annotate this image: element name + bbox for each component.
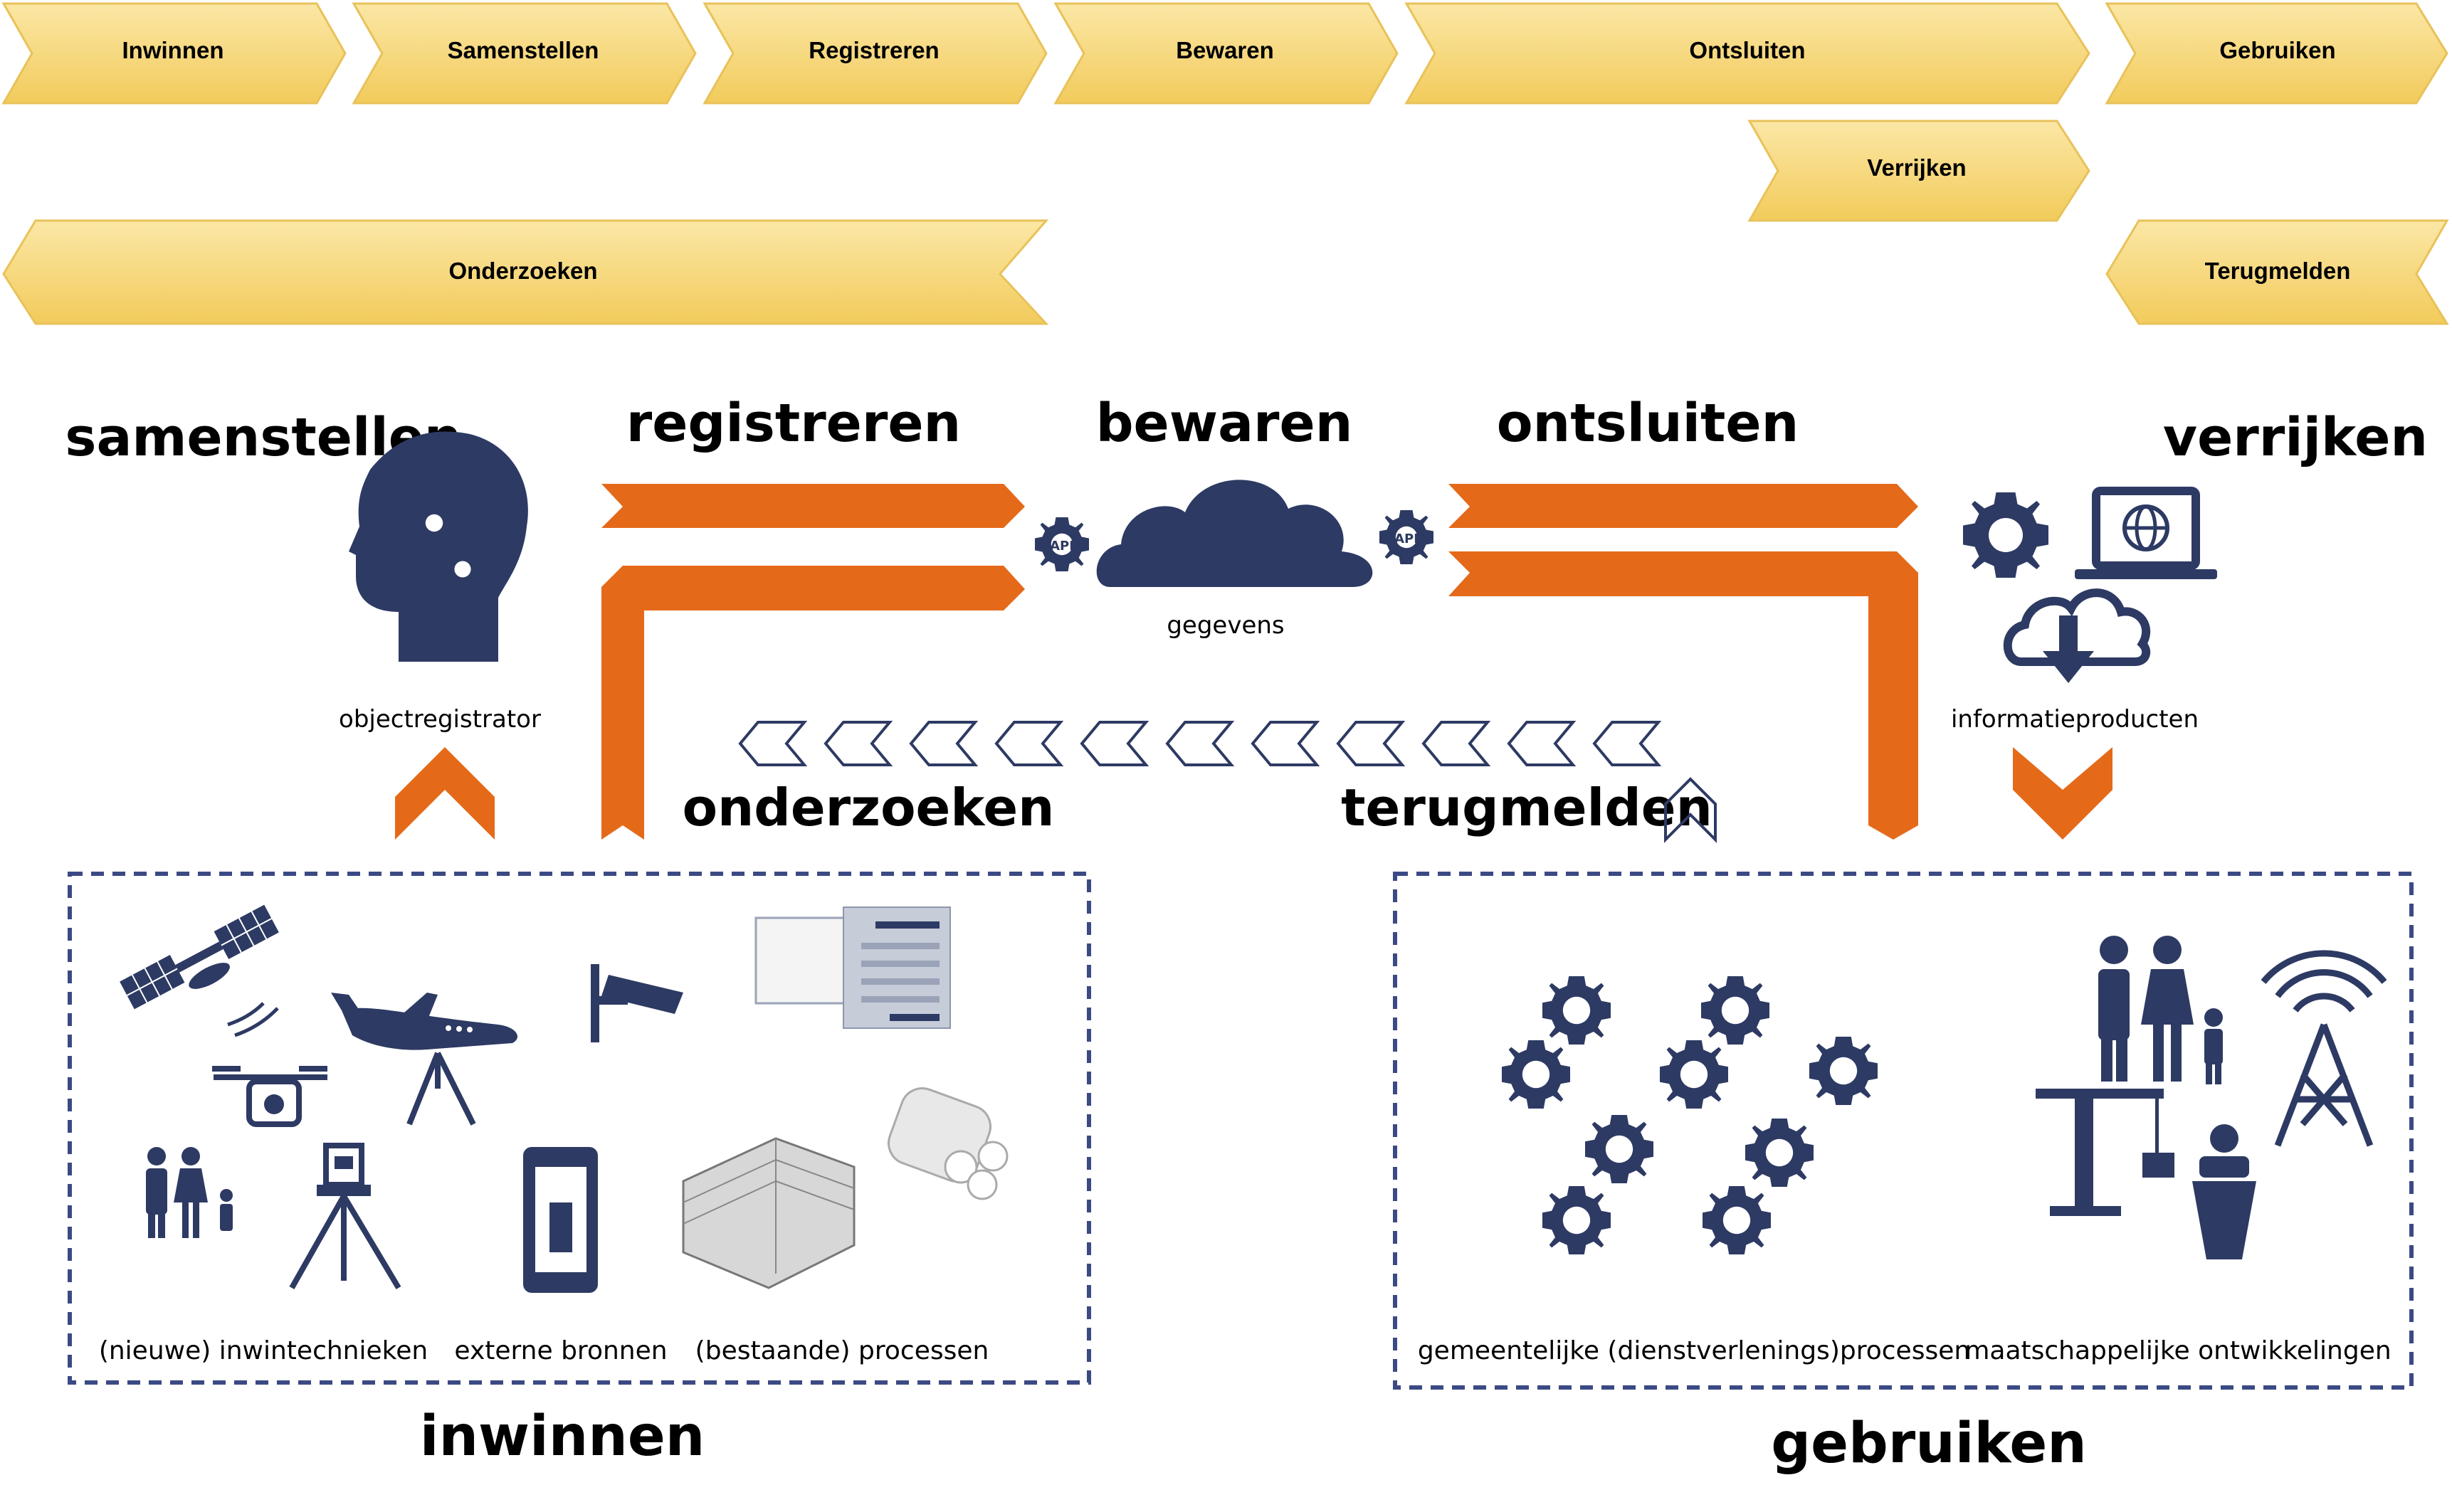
radio-tower-icon [2261, 950, 2387, 1147]
chevron-terugmelden: Terugmelden [2105, 219, 2449, 325]
label-ontsluiten: ontsluiten [1497, 393, 1799, 454]
down-arrow-gebruiken-icon [2013, 747, 2112, 840]
chevron-terugmelden-label: Terugmelden [2205, 258, 2351, 284]
signal-waves-icon [227, 1002, 279, 1037]
cloud-download-icon [2003, 588, 2151, 683]
gear-verrijken-icon [1963, 492, 2048, 578]
gebruiken-box [1393, 872, 2414, 1390]
cctv-camera-icon [591, 964, 683, 1042]
chevron-verrijken-label: Verrijken [1867, 154, 1966, 181]
label-inwinnen: inwinnen [420, 1405, 705, 1469]
phone-icon [523, 1147, 598, 1293]
chevron-bewaren: Bewaren [1053, 2, 1399, 105]
ontsluiten-flow [1448, 484, 1918, 840]
building-model-icon [682, 1137, 856, 1289]
chevron-samenstellen-label: Samenstellen [448, 37, 599, 63]
label-gebruiken: gebruiken [1771, 1412, 2087, 1476]
chevron-onderzoeken-label: Onderzoeken [448, 258, 597, 284]
chevron-gebruiken-label: Gebruiken [2219, 37, 2335, 63]
small-up-chevron-icon [1664, 777, 1717, 843]
airplane-icon [331, 993, 518, 1050]
rolled-blueprints-icon [888, 1087, 1009, 1200]
family-icon [146, 1147, 233, 1238]
cloud-icon [1096, 480, 1373, 587]
tripod-icon [406, 1052, 476, 1126]
inwinnen-box [68, 872, 1091, 1385]
chevron-bewaren-label: Bewaren [1176, 37, 1274, 63]
label-externe-bronnen: externe bronnen [454, 1336, 667, 1365]
chevron-samenstellen: Samenstellen [352, 2, 697, 105]
label-onderzoeken: onderzoeken [683, 778, 1055, 837]
label-nieuwe-inwintechnieken: (nieuwe) inwintechnieken [99, 1336, 428, 1365]
api-right-label: API [1394, 532, 1419, 546]
label-verrijken: verrijken [2163, 407, 2428, 468]
label-informatieproducten: informatieproducten [1951, 705, 2199, 734]
label-terugmelden: terugmelden [1341, 778, 1712, 837]
satellite-icon [120, 904, 279, 1010]
chevron-ontsluiten: Ontsluiten [1404, 2, 2090, 105]
laptop-globe-icon [2075, 487, 2217, 579]
label-maatschappelijke-ontwikkelingen: maatschappelijke ontwikkelingen [1964, 1336, 2391, 1365]
registreren-flow [601, 484, 1025, 840]
head-gears-icon [349, 431, 528, 662]
up-arrow-samenstellen-icon [395, 747, 495, 840]
total-station-icon [289, 1143, 401, 1290]
chevron-ontsluiten-label: Ontsluiten [1689, 37, 1805, 63]
document-form-icon [754, 906, 951, 1029]
chevron-gebruiken: Gebruiken [2105, 2, 2448, 105]
chevron-inwinnen-label: Inwinnen [122, 37, 224, 63]
gears-cluster-icon [1502, 976, 1878, 1254]
label-registreren: registreren [626, 393, 962, 454]
label-objectregistrator: objectregistrator [339, 705, 541, 734]
family-large-icon [2098, 936, 2223, 1084]
speaker-podium-icon [2192, 1124, 2256, 1259]
chevron-registreren-label: Registreren [809, 37, 939, 63]
crane-icon [2036, 1089, 2174, 1216]
api-left-label: API [1050, 539, 1074, 554]
feedback-chevron-row [738, 721, 1662, 766]
api-gear-right-icon: API [1379, 510, 1433, 564]
chevron-onderzoeken: Onderzoeken [2, 219, 1049, 325]
drone-icon [212, 1066, 327, 1127]
label-bestaande-processen: (bestaande) processen [695, 1336, 989, 1365]
label-gegevens: gegevens [1167, 611, 1284, 640]
label-gemeentelijke-processen: gemeentelijke (dienstverlenings)processe… [1418, 1336, 1970, 1365]
api-gear-left-icon: API [1035, 517, 1089, 571]
label-bewaren: bewaren [1096, 393, 1353, 454]
chevron-inwinnen: Inwinnen [1, 2, 347, 105]
chevron-verrijken: Verrijken [1747, 120, 2090, 222]
process-chevron-row: Inwinnen Samenstellen Registreren Beware… [1, 2, 2449, 325]
chevron-registreren: Registreren [703, 2, 1048, 105]
